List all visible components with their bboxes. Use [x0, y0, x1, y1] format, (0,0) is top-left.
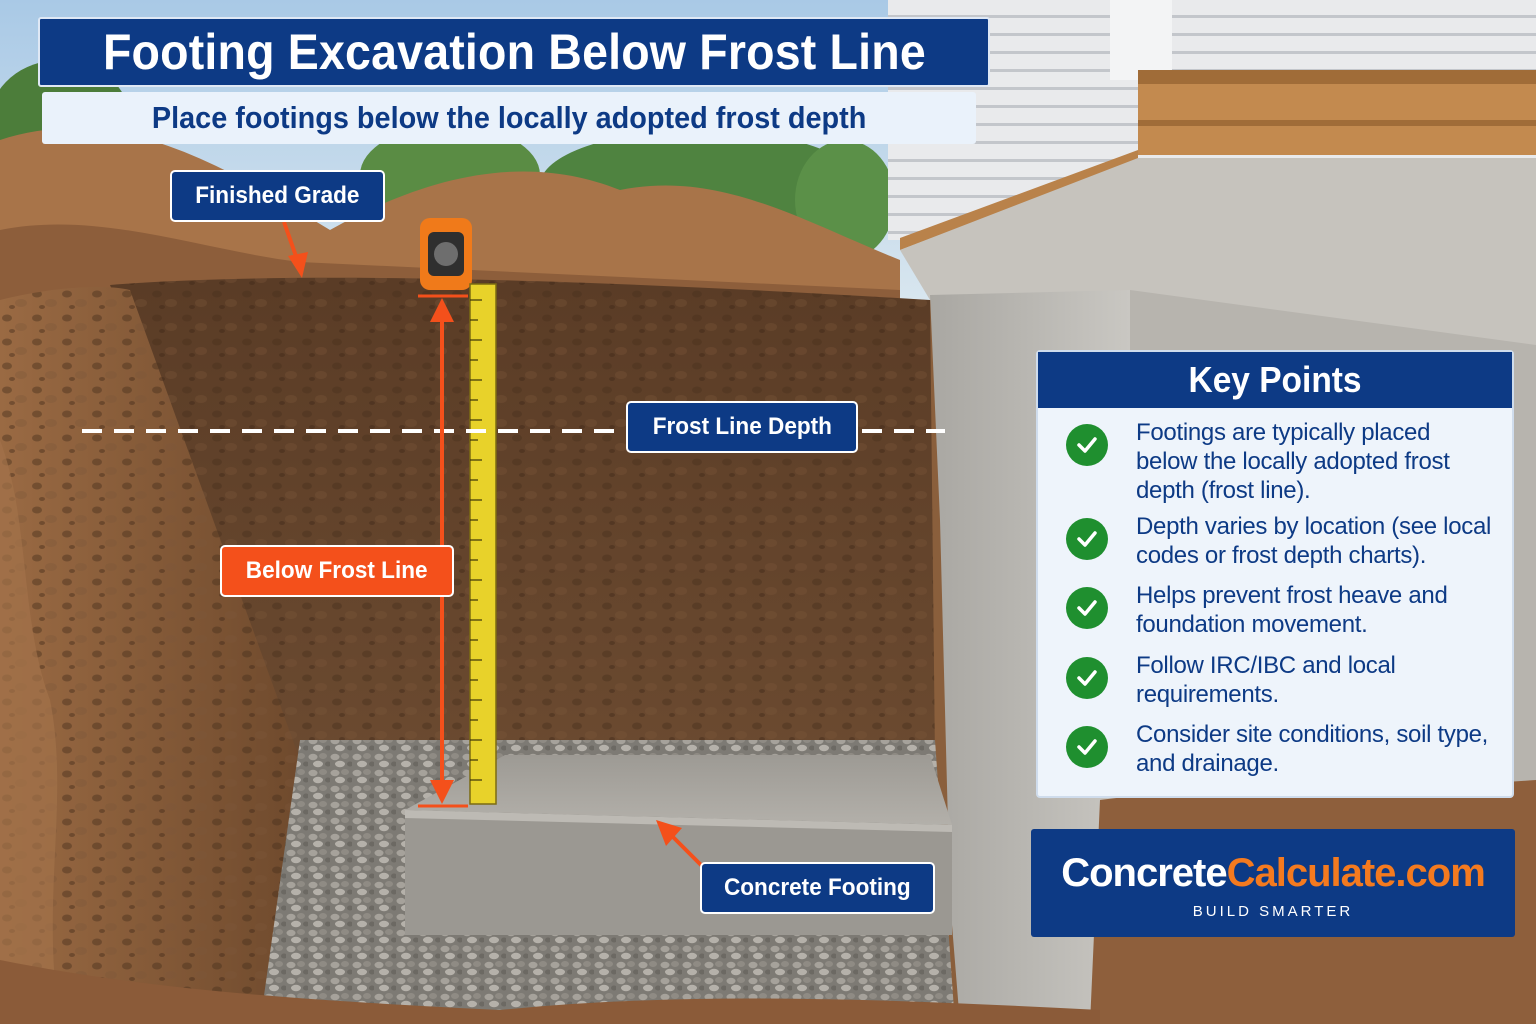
key-points-panel: Key Points Footings are typically placed… [1036, 350, 1514, 798]
key-point-item: Follow IRC/IBC and local requirements. [1066, 651, 1496, 709]
page-subtitle: Place footings below the locally adopted… [151, 100, 867, 135]
key-point-item: Depth varies by location (see local code… [1066, 512, 1496, 570]
brand-block: ConcreteCalculate.com BUILD SMARTER [1031, 829, 1515, 937]
key-point-item: Footings are typically placed below the … [1066, 418, 1496, 505]
brand-tagline: BUILD SMARTER [1192, 903, 1354, 920]
key-points-heading: Key Points [1038, 352, 1512, 408]
brand-name-part1: Concrete [1061, 851, 1227, 895]
page-title: Footing Excavation Below Frost Line [102, 24, 926, 80]
check-circle-icon [1066, 726, 1108, 768]
concrete-footing-label: Concrete Footing [700, 862, 935, 914]
key-point-text: Depth varies by location (see local code… [1136, 513, 1492, 569]
key-point-item: Consider site conditions, soil type, and… [1066, 720, 1496, 778]
finished-grade-label: Finished Grade [170, 170, 385, 222]
key-point-text: Helps prevent frost heave and foundation… [1136, 582, 1448, 638]
brand-name: ConcreteCalculate.com [1031, 851, 1515, 896]
tape-blade [469, 283, 497, 805]
check-circle-icon [1066, 657, 1108, 699]
check-circle-icon [1066, 424, 1108, 466]
check-circle-icon [1066, 518, 1108, 560]
title-banner: Footing Excavation Below Frost Line [38, 17, 990, 87]
concrete-footing-pointer [656, 820, 704, 868]
brand-name-part2: Calculate.com [1226, 851, 1486, 895]
frost-line-depth-label: Frost Line Depth [626, 401, 858, 453]
key-point-item: Helps prevent frost heave and foundation… [1066, 581, 1496, 639]
key-point-text: Follow IRC/IBC and local requirements. [1136, 652, 1396, 708]
key-point-text: Consider site conditions, soil type, and… [1136, 721, 1489, 777]
check-circle-icon [1066, 587, 1108, 629]
key-point-text: Footings are typically placed below the … [1136, 419, 1450, 504]
subtitle-banner: Place footings below the locally adopted… [42, 92, 976, 144]
finished-grade-pointer [282, 221, 308, 278]
below-frost-line-label: Below Frost Line [220, 545, 454, 597]
